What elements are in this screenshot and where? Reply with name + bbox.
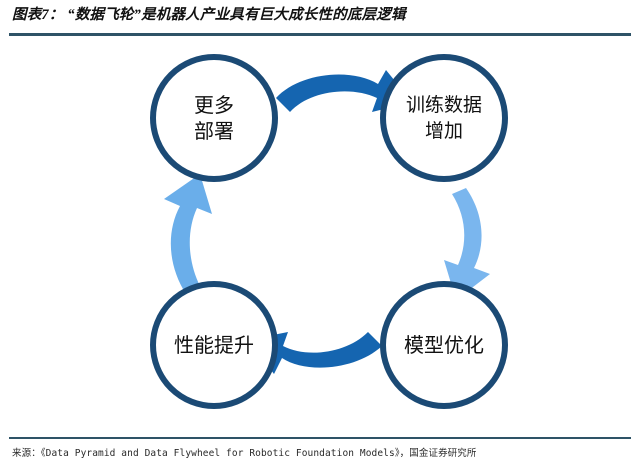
- flywheel-arrows-svg: [164, 70, 490, 374]
- figure-header: 图表7： “数据飞轮”是机器人产业具有巨大成长性的底层逻辑: [0, 0, 640, 34]
- footer-divider: [9, 437, 631, 439]
- node-training-data-line-2: 增加: [424, 120, 463, 142]
- figure-footer: 来源：《Data Pyramid and Data Flywheel for R…: [12, 446, 632, 462]
- node-more-deployment-line-1: 更多: [194, 93, 234, 117]
- node-model-optimization-line-1: 模型优化: [404, 333, 484, 357]
- node-model-optimization[interactable]: 模型优化: [380, 281, 508, 409]
- node-training-data-line-1: 训练数据: [405, 94, 482, 116]
- node-more-deployment[interactable]: 更多 部署: [150, 54, 278, 182]
- header-divider: [9, 33, 631, 36]
- arrow-right-icon: [444, 188, 490, 300]
- page-title: 图表7： “数据飞轮”是机器人产业具有巨大成长性的底层逻辑: [12, 7, 406, 23]
- node-training-data[interactable]: 训练数据 增加: [380, 54, 508, 182]
- node-more-deployment-line-2: 部署: [194, 119, 234, 143]
- node-performance-gain-line-1: 性能提升: [174, 333, 254, 357]
- arrow-bottom-icon: [248, 332, 382, 374]
- node-performance-gain[interactable]: 性能提升: [150, 281, 278, 409]
- arrow-top-icon: [276, 70, 412, 112]
- flywheel-diagram: 更多 部署 训练数据 增加 性能提升 模型优化: [0, 36, 640, 434]
- arrow-left-icon: [164, 174, 212, 294]
- source-text: 来源：《Data Pyramid and Data Flywheel for R…: [12, 448, 477, 459]
